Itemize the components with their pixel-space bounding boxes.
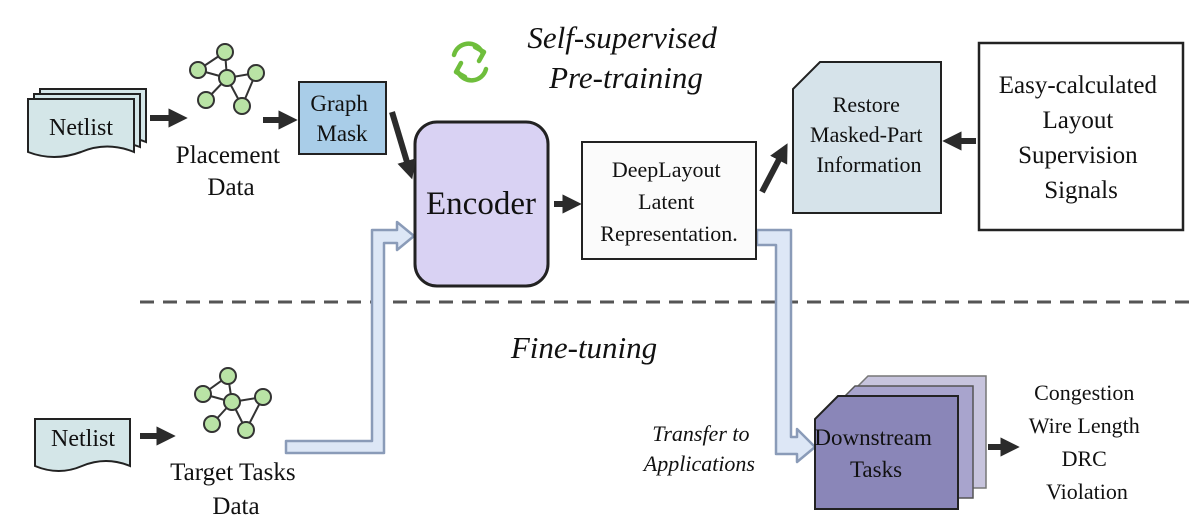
finetuning-title: Fine-tuning (510, 330, 657, 365)
supervision-signals-label: Easy-calculated Layout Supervision Signa… (999, 72, 1164, 204)
pretraining-title: Self-supervised Pre-training (527, 20, 724, 95)
transfer-arrow (755, 228, 817, 464)
finetune-input-arrow (284, 220, 416, 455)
mask-to-encoder-arrow (389, 111, 416, 180)
downstream-tasks-stack (814, 375, 987, 510)
graph-mask-box (298, 81, 387, 155)
restore-box (792, 61, 942, 214)
latent-representation-box (581, 141, 757, 260)
latent-representation-label: DeepLayout Latent Representation. (600, 157, 737, 246)
placement-graph-icon (189, 43, 265, 115)
netlist-bottom-label: Netlist (51, 426, 115, 452)
netlist-bottom-doc: Netlist (34, 418, 131, 472)
downstream-tasks-label: Downstream Tasks (814, 425, 937, 482)
restore-label: Restore Masked-Part Information (810, 92, 928, 177)
task-list: Congestion Wire Length DRC Violation (1029, 380, 1145, 504)
netlist-top-label: Netlist (49, 115, 113, 141)
graph-mask-label: Graph Mask (310, 91, 373, 146)
netlist-top-stack: Netlist (27, 88, 147, 158)
transfer-label: Transfer to Applications (642, 421, 755, 476)
encoder-box (413, 120, 550, 288)
target-graph-icon (194, 367, 272, 439)
placement-data-label: Placement Data (176, 142, 286, 201)
encoder-label: Encoder (426, 186, 536, 222)
target-tasks-data-label: Target Tasks Data (170, 459, 302, 520)
refresh-icon (451, 41, 489, 83)
latent-to-restore-arrow (759, 143, 788, 194)
supervision-signals-box (977, 41, 1185, 232)
